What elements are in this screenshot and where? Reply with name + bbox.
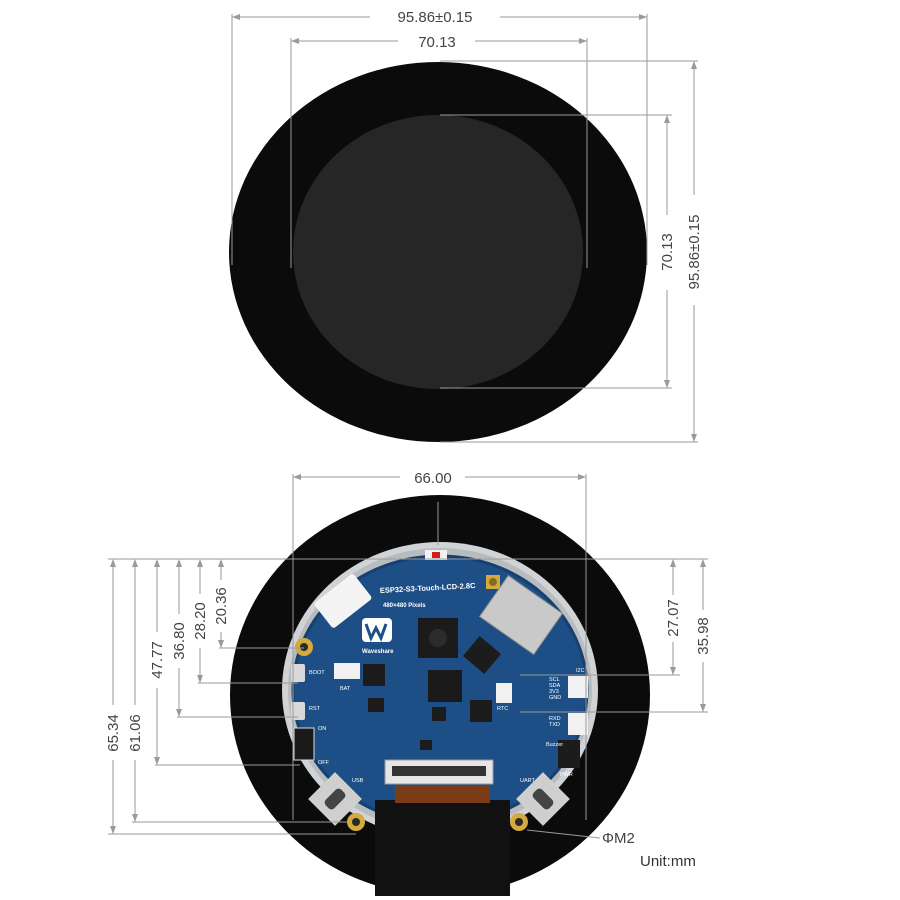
- mount-hole-bottom-right: [510, 813, 528, 831]
- top-outer-width-label: 95.86±0.15: [398, 9, 473, 26]
- fpc-cable: [375, 800, 510, 896]
- reset-button[interactable]: [291, 702, 305, 720]
- left-dim-61: 61.06: [127, 559, 144, 822]
- silk-rst: RST: [309, 706, 321, 712]
- svg-text:61.06: 61.06: [127, 714, 144, 752]
- silk-boot: BOOT: [309, 670, 325, 676]
- right-dim-27: 27.07: [665, 599, 682, 637]
- silk-sda: SDA: [549, 683, 561, 689]
- silk-bat: BAT: [340, 686, 351, 692]
- silk-gnd: GND: [549, 695, 561, 701]
- silk-off: OFF: [318, 760, 330, 766]
- left-dim-28: 28.20: [192, 559, 209, 683]
- boot-button[interactable]: [291, 664, 305, 682]
- left-dim-47: 47.77: [149, 559, 166, 765]
- display-active-area: [293, 115, 583, 389]
- sd-card-slot: [478, 574, 564, 656]
- left-dim-20: 20.36: [213, 559, 230, 648]
- svg-text:47.77: 47.77: [149, 641, 166, 679]
- svg-text:65.34: 65.34: [105, 714, 122, 752]
- bottom-view: ESP32-S3-Touch-LCD-2.8C 480×480 Pixels W…: [105, 470, 712, 896]
- silk-buzzer: Buzzer: [546, 742, 563, 748]
- unit-label: Unit:mm: [640, 853, 696, 870]
- silk-rxd: RXD: [549, 716, 561, 722]
- top-outer-height-label: 95.86±0.15: [686, 215, 703, 290]
- right-dim-35: 35.98: [695, 617, 712, 655]
- silk-txd: TXD: [549, 722, 560, 728]
- board-width-label: 66.00: [414, 470, 452, 487]
- power-switch[interactable]: [293, 727, 315, 761]
- lcd-fpc-socket: [314, 574, 372, 628]
- silk-on: ON: [318, 726, 326, 732]
- svg-text:20.36: 20.36: [213, 587, 230, 625]
- board-brand-label: Waveshare: [362, 649, 394, 655]
- hole-size-label: ΦM2: [602, 830, 635, 847]
- top-view: 95.86±0.15 70.13 70.13 95.86±0.15: [229, 9, 703, 443]
- svg-text:36.80: 36.80: [171, 622, 188, 660]
- top-inner-height-label: 70.13: [659, 233, 676, 271]
- left-dim-36: 36.80: [171, 559, 188, 717]
- silk-pwr: PWR: [560, 772, 573, 778]
- silk-i2c: I2C: [576, 668, 585, 674]
- left-dim-65: 65.34: [105, 559, 122, 834]
- silk-3v3: 3V3: [549, 689, 559, 695]
- antenna-connector: [486, 575, 500, 589]
- main-ic: [428, 670, 462, 702]
- board-resolution-label: 480×480 Pixels: [383, 603, 426, 609]
- mount-hole-top-left: [295, 638, 313, 656]
- silk-usb: USB: [352, 778, 364, 784]
- svg-text:28.20: 28.20: [192, 602, 209, 640]
- top-inner-width-label: 70.13: [418, 34, 456, 51]
- silk-scl: SCL: [549, 677, 560, 683]
- silk-rtc: RTC: [497, 706, 508, 712]
- waveshare-logo: [362, 618, 392, 642]
- mount-hole-bottom-left: [347, 813, 365, 831]
- silk-uart-bottom: UART: [520, 778, 536, 784]
